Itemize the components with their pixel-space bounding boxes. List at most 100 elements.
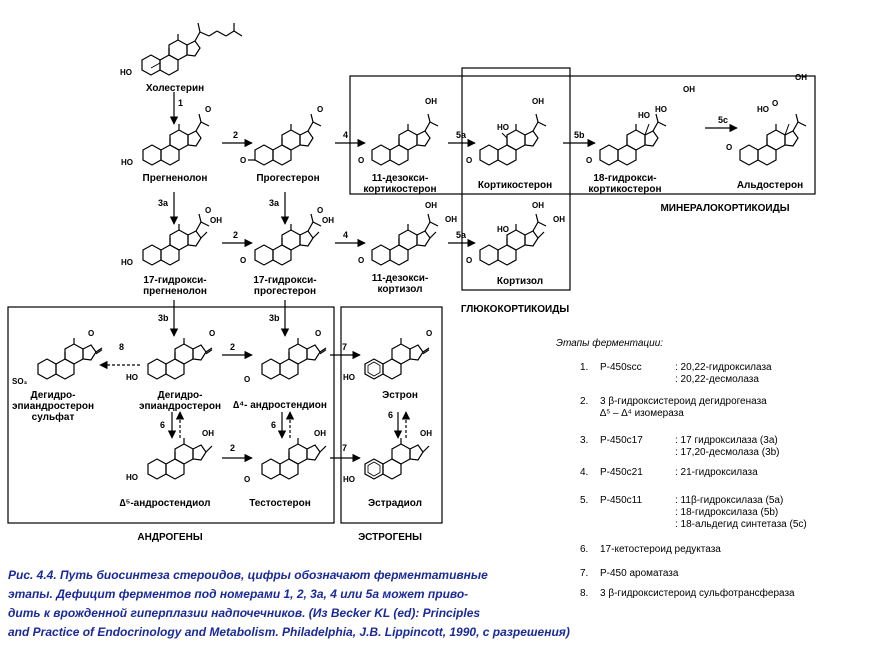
enzyme-legend-line: : 18-альдегид синтетаза (5c)	[675, 519, 807, 530]
svg-text:OH: OH	[420, 429, 432, 438]
step-label-2: 2	[233, 230, 239, 240]
step-label-1: 1	[178, 98, 184, 108]
label-mineralocorticoids: МИНЕРАЛОКОРТИКОИДЫ	[660, 203, 790, 214]
step-label-6: 6	[388, 410, 394, 420]
enzyme-legend-item: 7.P-450 ароматаза	[580, 568, 678, 580]
svg-text:SO₃: SO₃	[12, 377, 28, 386]
enzyme-legend: 1.P-450scc: 20,22-гидроксилаза: 20,22-де…	[580, 362, 880, 602]
svg-text:O: O	[317, 105, 323, 114]
pathway-arrows	[99, 92, 738, 463]
label-estradiol: Эстрадиол	[368, 498, 422, 509]
molecule-testosterone	[261, 437, 327, 480]
molecule-18-hydroxycorticosterone	[599, 113, 667, 166]
atom-labels: HO HO HO HO HO HO HO SO₃ O O O O O O O O…	[12, 68, 807, 484]
step-label-2: 2	[230, 443, 236, 453]
svg-text:HO: HO	[126, 473, 138, 482]
enzyme-legend-enzyme: 3 β-гидроксистероид сульфотрансфераза	[600, 588, 795, 599]
molecule-11-deoxycortisol	[371, 213, 439, 266]
svg-text:HO: HO	[343, 373, 355, 382]
enzyme-legend-enzyme: 17-кетостероид редуктаза	[600, 544, 721, 555]
molecule-dhea	[147, 337, 213, 380]
enzyme-legend-item: 6.17-кетостероид редуктаза	[580, 544, 721, 556]
enzyme-legend-line: : 17 гидроксилаза (3а)	[675, 435, 778, 446]
label-11-deoxycorticosterone: 11-дезокси-кортикостерон	[363, 173, 437, 195]
label-estrogens: ЭСТРОГЕНЫ	[358, 532, 422, 543]
label-progesterone: Прогестерон	[256, 173, 320, 184]
enzyme-legend-enzyme: 3 β-гидроксистероид дегидрогеназа	[600, 396, 767, 407]
svg-text:O: O	[466, 256, 472, 265]
enzyme-legend-item: 5.P-450c11: 11β-гидроксилаза (5а): 18-ги…	[580, 495, 807, 530]
step-label-5a: 5a	[456, 130, 467, 140]
enzyme-legend-enzyme: P-450c21	[600, 467, 643, 478]
molecule-estradiol	[364, 437, 430, 480]
label-androstenediol: ∆⁵-андростендиол	[119, 498, 211, 509]
step-label-8: 8	[119, 342, 125, 352]
svg-text:O: O	[726, 143, 732, 152]
enzyme-legend-line: : 20,22-десмолаза	[675, 374, 759, 385]
enzyme-legend-number: 4.	[580, 467, 589, 478]
mineralocorticoid-box	[349, 75, 816, 195]
label-pregnenolone: Прегненолон	[142, 173, 208, 184]
svg-text:OH: OH	[425, 201, 437, 210]
label-cortisol: Кортизол	[496, 276, 544, 287]
molecule-cholesterol	[141, 22, 243, 76]
step-label-4: 4	[343, 230, 349, 240]
enzyme-legend-number: 8.	[580, 588, 589, 599]
label-androstenedione: ∆⁴- андростендион	[233, 400, 327, 411]
svg-text:O: O	[209, 329, 215, 338]
figure-caption: Рис. 4.4. Путь биосинтеза стероидов, циф…	[8, 568, 570, 639]
step-label-7: 7	[342, 342, 348, 352]
enzyme-legend-number: 2.	[580, 396, 589, 407]
enzyme-legend-enzyme: P-450scc	[600, 362, 642, 373]
svg-text:HO: HO	[497, 225, 509, 234]
molecule-cortisol	[479, 213, 547, 266]
molecule-11-deoxycorticosterone	[371, 113, 439, 166]
molecule-estrone	[364, 337, 430, 380]
step-label-6: 6	[160, 420, 166, 430]
svg-text:HO: HO	[120, 68, 132, 77]
svg-text:HO: HO	[343, 475, 355, 484]
svg-text:O: O	[466, 156, 472, 165]
svg-text:OH: OH	[425, 97, 437, 106]
enzyme-legend-item: 1.P-450scc: 20,22-гидроксилаза: 20,22-де…	[580, 362, 772, 385]
svg-text:HO: HO	[497, 123, 509, 132]
label-17-hydroxyprogesterone: 17-гидрокси-прогестерон	[253, 275, 317, 297]
enzyme-legend-item: 8. 3 β-гидроксистероид сульфотрансфераза	[580, 588, 795, 600]
svg-text:O: O	[244, 375, 250, 384]
enzyme-legend-line: : 17,20-десмолаза (3b)	[675, 447, 780, 458]
enzyme-legend-number: 5.	[580, 495, 589, 506]
molecule-pregnenolone	[142, 113, 210, 166]
molecule-dheas	[37, 337, 103, 380]
label-dhea: Дегидро-эпиандростерон	[138, 390, 222, 412]
molecule-androstenedione	[261, 337, 327, 380]
enzyme-legend-number: 1.	[580, 362, 589, 373]
enzyme-legend-item: 2. 3 β-гидроксистероид дегидрогеназа∆⁵ – …	[580, 396, 767, 419]
svg-text:O: O	[244, 475, 250, 484]
svg-text:OH: OH	[683, 85, 695, 94]
svg-text:OH: OH	[795, 73, 807, 82]
svg-text:O: O	[358, 256, 364, 265]
enzyme-legend-line: ∆⁵ – ∆⁴ изомераза	[600, 408, 684, 419]
svg-text:OH: OH	[210, 216, 222, 225]
step-label-2: 2	[233, 130, 239, 140]
svg-text:OH: OH	[314, 429, 326, 438]
svg-text:O: O	[772, 99, 778, 108]
svg-text:O: O	[240, 156, 246, 165]
enzyme-legend-title: Этапы ферментации:	[556, 338, 664, 349]
enzyme-legend-line: : 21-гидроксилаза	[675, 467, 758, 478]
step-label-3a: 3a	[158, 198, 169, 208]
step-label-3a: 3a	[269, 198, 280, 208]
label-17-hydroxypregnenolone: 17-гидрокси-прегненолон	[143, 275, 207, 297]
svg-text:OH: OH	[553, 215, 565, 224]
svg-text:OH: OH	[532, 97, 544, 106]
label-11-deoxycortisol: 11-дезокси-кортизол	[371, 273, 429, 295]
group-boxes	[7, 67, 816, 524]
label-18-hydroxycorticosterone: 18-гидрокси-кортикостерон	[588, 173, 662, 195]
svg-text:HO: HO	[757, 105, 769, 114]
svg-text:HO: HO	[126, 373, 138, 382]
label-glucocorticoids: ГЛЮКОКОРТИКОИДЫ	[460, 304, 570, 315]
label-aldosterone: Альдостерон	[736, 180, 804, 191]
androgen-box	[7, 306, 335, 524]
